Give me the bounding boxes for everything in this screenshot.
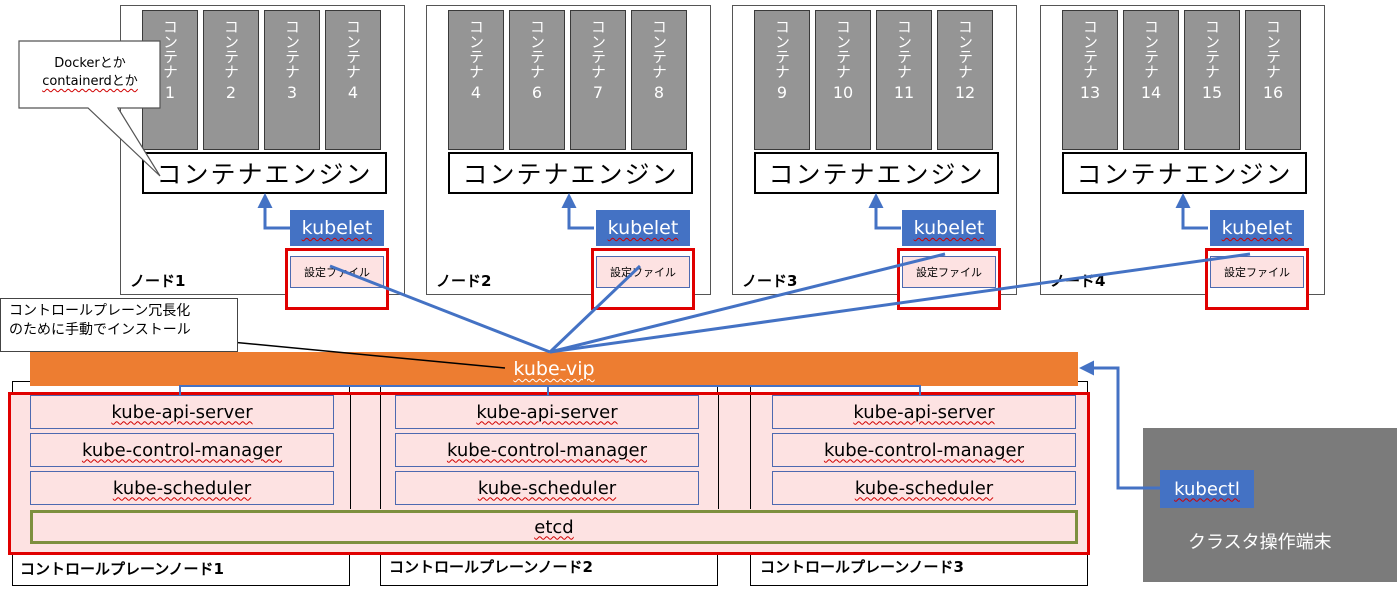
- kubelet-box: kubelet: [290, 210, 384, 246]
- container-label: コンテナ: [528, 19, 546, 79]
- control-plane-node-1-label: コントロールプレーンノード1: [20, 560, 224, 578]
- vip-callout: コントロールプレーン冗長化 のために手動でインストール: [0, 298, 238, 352]
- kube-scheduler-2: kube-scheduler: [395, 471, 699, 505]
- container-box: コンテナ 16: [1245, 10, 1301, 150]
- kube-control-manager-1: kube-control-manager: [30, 433, 334, 467]
- container-number: 12: [954, 83, 976, 102]
- kubelet-label: kubelet: [301, 217, 373, 239]
- container-number: 2: [225, 83, 237, 102]
- container-label: コンテナ: [1081, 19, 1099, 79]
- container-label: コンテナ: [895, 19, 913, 79]
- container-label: コンテナ: [344, 19, 362, 79]
- kube-scheduler-3: kube-scheduler: [772, 471, 1076, 505]
- container-number: 4: [347, 83, 359, 102]
- container-engine: コンテナエンジン: [754, 152, 999, 194]
- cp-divider: [380, 395, 381, 509]
- container-box: コンテナ 14: [1123, 10, 1179, 150]
- container-box: コンテナ 12: [937, 10, 993, 150]
- kubelet-box: kubelet: [596, 210, 690, 246]
- container-box: コンテナ 11: [876, 10, 932, 150]
- kube-scheduler-1: kube-scheduler: [30, 471, 334, 505]
- container-label: コンテナ: [834, 19, 852, 79]
- container-box: コンテナ 4: [448, 10, 504, 150]
- container-box: コンテナ 4: [325, 10, 381, 150]
- container-number: 1: [164, 83, 176, 102]
- cp-divider: [350, 395, 351, 509]
- worker-node-label: ノード2: [436, 272, 492, 290]
- container-box: コンテナ 15: [1184, 10, 1240, 150]
- control-plane-node-3-label: コントロールプレーンノード3: [760, 558, 964, 576]
- kube-api-server-3: kube-api-server: [772, 395, 1076, 429]
- etcd: etcd: [30, 510, 1078, 544]
- kube-vip-bar: kube-vip: [30, 352, 1078, 386]
- container-label: コンテナ: [222, 19, 240, 79]
- cp-divider: [718, 395, 719, 509]
- container-engine: コンテナエンジン: [1062, 152, 1307, 194]
- container-number: 16: [1262, 83, 1284, 102]
- container-label: コンテナ: [161, 19, 179, 79]
- container-label: コンテナ: [1203, 19, 1221, 79]
- container-number: 9: [776, 83, 788, 102]
- kubectl-box: kubectl: [1160, 470, 1254, 508]
- kubelet-box: kubelet: [1210, 210, 1304, 246]
- container-box: コンテナ 10: [815, 10, 871, 150]
- config-file: 設定ファイル: [596, 256, 690, 288]
- container-box: コンテナ 3: [264, 10, 320, 150]
- container-box: コンテナ 2: [203, 10, 259, 150]
- container-label: コンテナ: [283, 19, 301, 79]
- worker-node-label: ノード3: [742, 272, 798, 290]
- container-label: コンテナ: [650, 19, 668, 79]
- container-label: コンテナ: [1264, 19, 1282, 79]
- container-number: 15: [1201, 83, 1223, 102]
- container-box: コンテナ 8: [631, 10, 687, 150]
- control-plane-node-2-label: コントロールプレーンノード2: [389, 558, 593, 576]
- container-number: 6: [531, 83, 543, 102]
- container-label: コンテナ: [589, 19, 607, 79]
- container-box: コンテナ 7: [570, 10, 626, 150]
- kube-control-manager-3: kube-control-manager: [772, 433, 1076, 467]
- container-box: コンテナ 13: [1062, 10, 1118, 150]
- cluster-terminal-label: クラスタ操作端末: [1188, 532, 1332, 553]
- container-label: コンテナ: [467, 19, 485, 79]
- container-number: 8: [653, 83, 665, 102]
- container-label: コンテナ: [773, 19, 791, 79]
- config-file: 設定ファイル: [1210, 256, 1304, 288]
- kube-control-manager-2: kube-control-manager: [395, 433, 699, 467]
- container-number: 13: [1079, 83, 1101, 102]
- kubelet-label: kubelet: [607, 217, 679, 239]
- worker-node-label: ノード1: [130, 272, 186, 290]
- container-label: コンテナ: [956, 19, 974, 79]
- kube-api-server-1: kube-api-server: [30, 395, 334, 429]
- kube-api-server-2: kube-api-server: [395, 395, 699, 429]
- engine-callout-text: Dockerとか containerdとか: [22, 55, 158, 91]
- container-box: コンテナ 9: [754, 10, 810, 150]
- kubelet-box: kubelet: [902, 210, 996, 246]
- kubelet-label: kubelet: [913, 217, 985, 239]
- container-number: 3: [286, 83, 298, 102]
- container-box: コンテナ 6: [509, 10, 565, 150]
- cp-divider: [750, 395, 751, 509]
- container-number: 14: [1140, 83, 1162, 102]
- kubelet-label: kubelet: [1221, 217, 1293, 239]
- container-number: 7: [592, 83, 604, 102]
- container-label: コンテナ: [1142, 19, 1160, 79]
- container-number: 10: [832, 83, 854, 102]
- container-number: 11: [893, 83, 915, 102]
- container-number: 4: [470, 83, 482, 102]
- container-engine: コンテナエンジン: [448, 152, 693, 194]
